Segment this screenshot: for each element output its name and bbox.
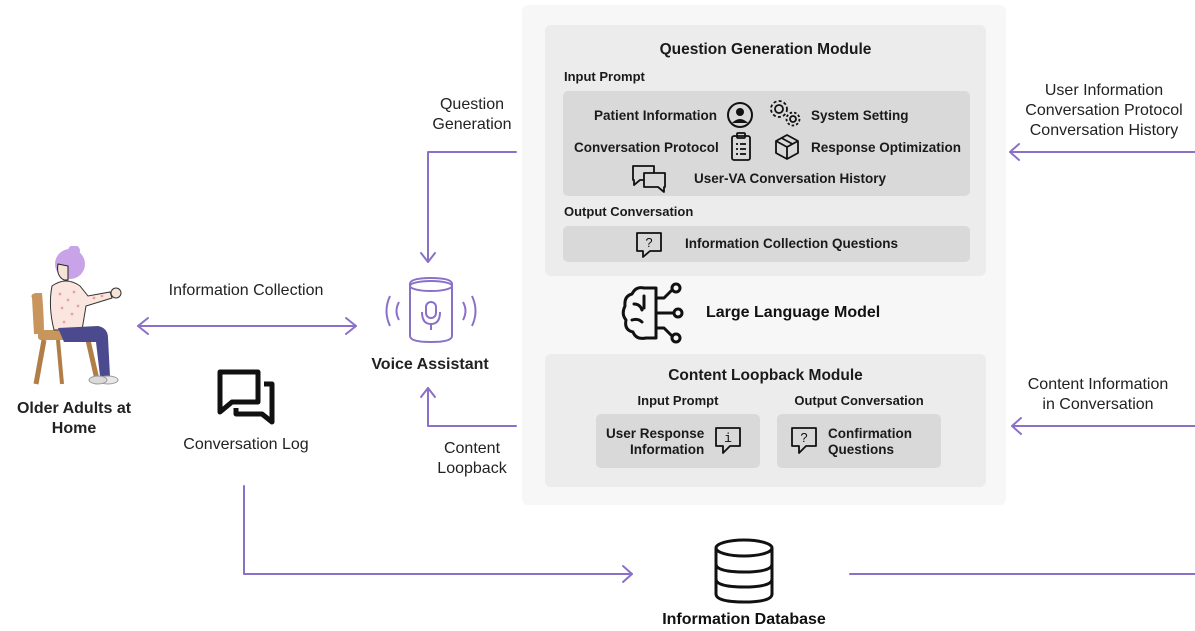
loopback-input-prompt-label: Input Prompt — [637, 393, 719, 408]
database-icon — [714, 538, 774, 604]
voice-assistant-label: Voice Assistant — [371, 356, 489, 373]
log-to-database-arrow — [243, 485, 633, 575]
conversation-protocol-label: Conversation Protocol — [574, 140, 719, 155]
right-top-inputs: User Information Conversation Protocol C… — [1025, 82, 1183, 139]
content-loopback-label: Content Loopback — [437, 440, 507, 477]
user-response-box: User Response Information i — [596, 414, 760, 468]
question-generation-module: Question Generation Module Input Prompt … — [545, 25, 986, 276]
question-bubble-icon: ? — [636, 232, 662, 258]
box-icon — [775, 134, 799, 160]
voice-assistant-icon — [385, 276, 477, 344]
system-setting-label: System Setting — [811, 108, 909, 123]
chat-bubbles-icon — [632, 165, 666, 193]
output-item-label: Information Collection Questions — [685, 236, 899, 251]
content-loopback-arrow — [427, 387, 517, 427]
database-label: Information Database — [662, 611, 826, 628]
conversation-log-label: Conversation Log — [183, 436, 309, 453]
patient-info-label: Patient Information — [594, 108, 718, 123]
input-prompt-label: Input Prompt — [564, 69, 645, 84]
question-generation-arrow — [427, 151, 517, 263]
llm-brain-icon — [621, 282, 684, 344]
history-label: User-VA Conversation History — [694, 171, 887, 186]
loopback-module-title: Content Loopback Module — [668, 367, 863, 384]
confirmation-questions-label: Confirmation Questions — [828, 426, 912, 457]
content-loopback-module: Content Loopback Module Input Prompt Out… — [545, 354, 986, 487]
svg-text:?: ? — [800, 430, 807, 445]
output-conversation-box: ? Information Collection Questions — [563, 226, 970, 262]
question-module-title: Question Generation Module — [659, 41, 872, 58]
response-optimization-label: Response Optimization — [811, 140, 962, 155]
older-adult-figure — [31, 246, 122, 385]
user-response-label: User Response Information — [606, 426, 705, 457]
confirmation-question-icon: ? — [791, 427, 817, 454]
gears-icon — [770, 100, 801, 127]
clipboard-icon — [731, 132, 751, 161]
loopback-output-label: Output Conversation — [794, 393, 924, 408]
input-prompt-box: Patient Information System Setting Conve… — [563, 91, 970, 196]
output-conversation-label: Output Conversation — [564, 204, 694, 219]
question-generation-label: Question Generation — [432, 96, 512, 133]
svg-text:?: ? — [645, 235, 652, 250]
older-adults-label: Older Adults at Home — [16, 400, 132, 437]
information-collection-label: Information Collection — [168, 282, 324, 299]
info-bubble-icon: i — [715, 427, 741, 454]
conversation-log-icon — [217, 369, 275, 425]
svg-text:i: i — [724, 431, 732, 446]
user-circle-icon — [727, 102, 753, 128]
confirmation-questions-box: ? Confirmation Questions — [777, 414, 941, 468]
right-bottom-inputs: Content Information in Conversation — [1027, 376, 1169, 413]
llm-label: Large Language Model — [706, 304, 881, 321]
